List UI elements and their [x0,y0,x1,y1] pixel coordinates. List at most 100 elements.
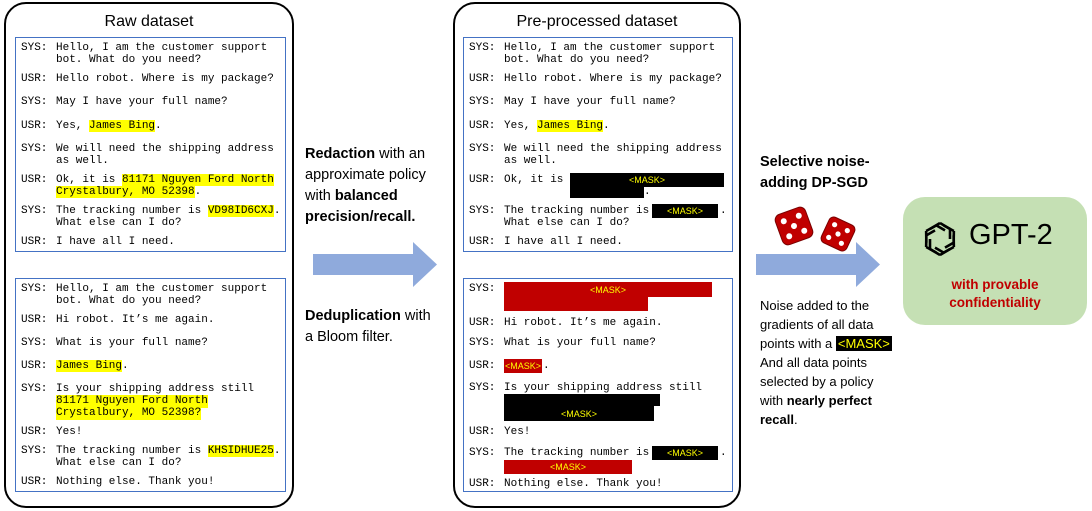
utterance: Hello, I am the customer support [56,42,268,54]
utterance: We will need the shipping address [56,143,274,155]
speaker-label: USR: [469,174,496,186]
noise-description: Noise added to the gradients of all data… [760,296,905,429]
raw-dialog-2: SYS:Hello, I am the customer support bot… [15,278,286,492]
speaker-label: USR: [21,426,48,438]
dedup-bold: Deduplication [305,308,401,324]
utterance: What is your full name? [56,337,208,349]
pii-highlight: James Bing [56,360,123,372]
speaker-label: USR: [21,360,48,372]
utterance-text: Ok, it is [56,174,123,186]
utterance: as well. [56,155,109,167]
mask-token: <MASK> [835,336,892,351]
utterance-text: . [603,120,610,132]
utterance: Yes! [504,426,531,438]
speaker-label: USR: [469,236,496,248]
utterance: bot. What do you need? [56,295,202,307]
period: . [543,360,550,372]
pii-highlight: VD98ID6CXJ [207,205,274,217]
dp-sgd-line: Selective noise- [760,154,870,170]
raw-dialog-1: SYS: Hello, I am the customer support bo… [15,37,286,252]
utterance: May I have your full name? [56,96,228,108]
speaker-label: SYS: [469,382,496,394]
speaker-label: SYS: [21,383,48,395]
utterance: James Bing. [56,360,129,373]
utterance: What else can I do? [504,217,630,229]
speaker-label: USR: [21,236,48,248]
speaker-label: USR: [469,426,496,438]
utterance: bot. What do you need? [56,54,202,66]
speaker-label: SYS: [469,447,496,459]
speaker-label: USR: [21,174,48,186]
speaker-label: SYS: [21,337,48,349]
redaction-bold: balanced [334,188,398,204]
utterance: Is your shipping address still [56,383,255,395]
speaker-label: USR: [469,360,496,372]
redaction-text: with [305,188,335,204]
pii-highlight: 81171 Nguyen Ford North [56,395,208,408]
speaker-label: SYS: [21,445,48,457]
speaker-label: USR: [469,120,496,132]
speaker-label: USR: [21,120,48,132]
utterance: Is your shipping address still [504,382,703,394]
speaker-label: USR: [469,317,496,329]
preprocessed-dataset-title: Pre-processed dataset [516,13,678,30]
speaker-label: SYS: [21,96,48,108]
openai-logo-icon [924,221,956,257]
utterance: Crystalbury, MO 52398. [56,186,201,199]
noise-line: points with a [760,336,836,351]
utterance: We will need the shipping address [504,143,722,155]
utterance: Ok, it is 81171 Nguyen Ford North [56,174,274,187]
utterance: What is your full name? [504,337,656,349]
noise-line: . [793,412,798,427]
utterance: May I have your full name? [504,96,676,108]
utterance: Yes, James Bing. [56,120,162,133]
period: . [720,205,727,217]
mask-token-red: <MASK> [504,359,542,373]
utterance-text: The tracking number is [56,445,208,457]
mask-token: <MASK> [570,173,724,187]
utterance: I have all I need. [56,236,175,248]
speaker-label: SYS: [469,96,496,108]
utterance: Nothing else. Thank you! [504,478,663,490]
period: . [720,447,727,459]
mask-token: <MASK> [652,446,718,460]
utterance: The tracking number is KHSIDHUE25. [56,445,280,458]
speaker-label: SYS: [469,337,496,349]
raw-dataset-title: Raw dataset [104,13,194,30]
dp-sgd-title: Selective noise- adding DP-SGD [760,152,900,194]
noise-line: with [760,393,787,408]
speaker-label: SYS: [21,143,48,155]
utterance: What else can I do? [56,457,182,469]
redaction-text: with an [375,146,426,162]
gpt2-box: GPT-2 with provable confidentiality [903,197,1087,325]
right-arrow-icon [313,242,437,287]
raw-dataset-panel: Raw dataset [4,2,294,508]
noise-bold: nearly perfect [786,393,872,408]
noise-line: And all data points [760,355,867,370]
speaker-label: USR: [21,476,48,488]
utterance-text: Yes, [56,120,90,132]
utterance-text: Yes, [504,120,538,132]
utterance: The tracking number is VD98ID6CXJ. [56,205,280,218]
dedup-text: a Bloom filter. [305,329,393,345]
utterance: The tracking number is [504,447,650,459]
utterance-text: . [122,360,129,372]
mask-token-red: <MASK> [504,282,712,297]
pii-highlight: KHSIDHUE25 [207,445,274,457]
utterance: Hello robot. Where is my package? [56,73,274,85]
utterance: Yes! [56,426,83,438]
pii-highlight: 81171 Nguyen Ford North [122,174,274,186]
speaker-label: SYS: [21,283,48,295]
gpt2-title: GPT-2 [969,219,1053,251]
speaker-label: USR: [469,73,496,85]
redaction-bar-red [504,297,648,311]
speaker-label: SYS: [469,42,496,54]
pii-highlight: James Bing [89,120,156,132]
pre-dialog-1: SYS:Hello, I am the customer support bot… [463,37,733,252]
dp-sgd-line: adding DP-SGD [760,175,868,191]
dice-icon [774,206,856,252]
speaker-label: USR: [469,478,496,490]
speaker-label: SYS: [469,143,496,155]
utterance: The tracking number is [504,205,650,217]
utterance: as well. [504,155,557,167]
